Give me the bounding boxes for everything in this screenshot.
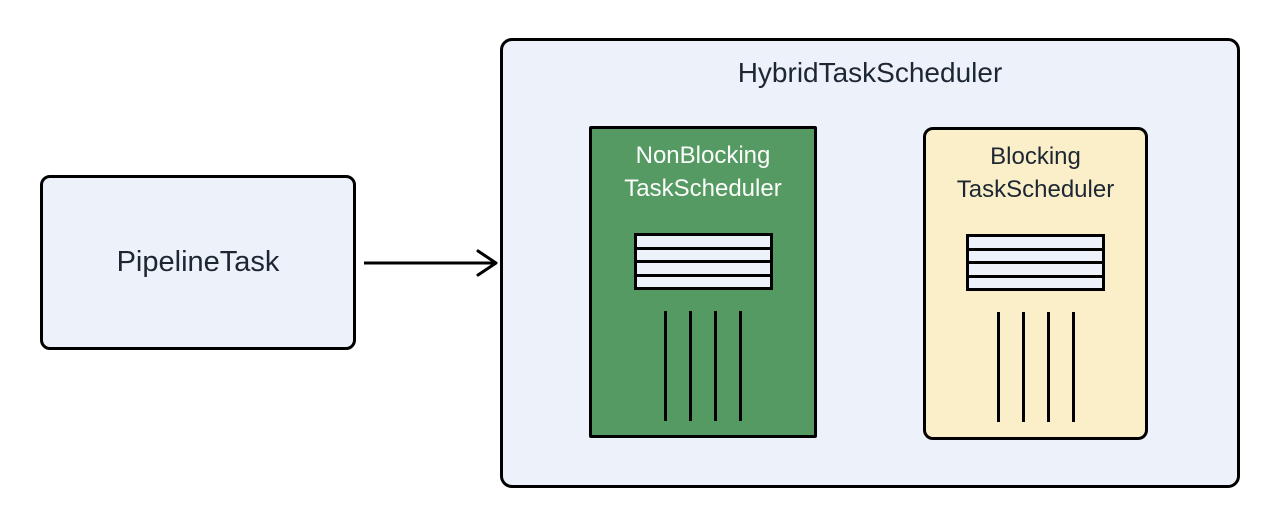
- queue-row: [969, 237, 1102, 248]
- queue-row: [636, 276, 770, 287]
- blocking-scheduler-label: Blocking TaskScheduler: [957, 140, 1114, 206]
- nonblocking-task-queue-icon: [633, 233, 773, 290]
- nonblocking-scheduler-box: NonBlocking TaskScheduler: [589, 126, 817, 438]
- queue-row: [969, 250, 1102, 261]
- thread-line: [1046, 312, 1050, 422]
- thread-line: [689, 311, 692, 421]
- blocking-task-queue-icon: [966, 234, 1105, 291]
- queue-row: [636, 236, 770, 247]
- thread-line: [996, 312, 1000, 422]
- pipeline-task-label: PipelineTask: [116, 246, 280, 278]
- label-line-1: Blocking: [990, 143, 1081, 170]
- thread-line: [1021, 312, 1025, 422]
- queue-row: [969, 277, 1102, 288]
- thread-line: [664, 311, 667, 421]
- hybrid-scheduler-title: HybridTaskScheduler: [737, 57, 1003, 88]
- label-line-1: NonBlocking: [635, 142, 771, 169]
- label-line-2: TaskScheduler: [956, 176, 1115, 203]
- nonblocking-worker-threads-icon: [664, 311, 742, 421]
- flow-arrow-icon: [364, 249, 498, 277]
- hybrid-scheduler-container: HybridTaskScheduler NonBlocking TaskSche…: [500, 38, 1240, 488]
- queue-row: [969, 264, 1102, 275]
- pipeline-task-node: PipelineTask: [40, 175, 356, 350]
- thread-line: [739, 311, 742, 421]
- blocking-worker-threads-icon: [996, 312, 1075, 422]
- queue-row: [636, 263, 770, 274]
- nonblocking-scheduler-label: NonBlocking TaskScheduler: [624, 139, 781, 205]
- thread-line: [714, 311, 717, 421]
- queue-row: [636, 249, 770, 260]
- thread-line: [1071, 312, 1075, 422]
- label-line-2: TaskScheduler: [624, 175, 782, 202]
- blocking-scheduler-box: Blocking TaskScheduler: [923, 127, 1148, 440]
